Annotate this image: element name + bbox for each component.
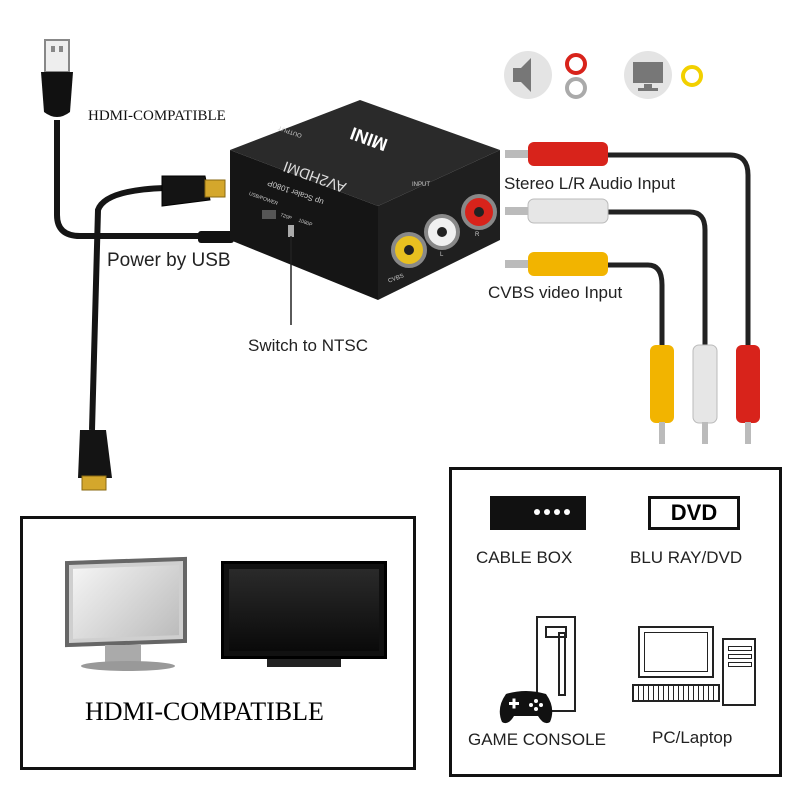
tower-pc-icon [722, 638, 756, 706]
hdmi-plug-bottom-icon [78, 430, 112, 491]
device-input-label: INPUT [412, 182, 430, 188]
monitor-icon [624, 51, 672, 99]
rca-plug-yellow [505, 252, 674, 444]
pc-monitor-icon [638, 626, 714, 678]
hdmi-plug-icon [161, 175, 226, 207]
monitor-base-icon [81, 661, 175, 671]
switch-callout: Switch to NTSC [248, 336, 368, 355]
displays-label: HDMI-COMPATIBLE [85, 697, 324, 726]
pc-label: PC/Laptop [652, 728, 733, 747]
monitor-stand-icon [105, 645, 141, 663]
tv-display-icon [221, 561, 387, 659]
keyboard-icon [632, 684, 720, 702]
sources-panel: CABLE BOX DVD BLU RAY/DVD GAME CONSOLE P… [449, 467, 782, 777]
device-jack-r-label: R [475, 232, 480, 238]
device-jack-l-label: L [440, 252, 444, 258]
hdmi-callout-top: HDMI-COMPATIBLE [88, 108, 226, 124]
power-callout: Power by USB [107, 250, 231, 271]
dvd-logo: DVD [648, 496, 740, 530]
audio-callout: Stereo L/R Audio Input [504, 174, 676, 193]
displays-panel: HDMI-COMPATIBLE [20, 516, 416, 770]
usb-plug-icon [41, 39, 73, 117]
monitor-display-icon [65, 556, 187, 648]
rca-plug-red [505, 142, 760, 444]
game-console-label: GAME CONSOLE [468, 730, 606, 749]
tv-stand-icon [267, 659, 341, 667]
bluray-label: BLU RAY/DVD [630, 548, 743, 567]
rca-ring-icon-yellow [681, 65, 703, 87]
speaker-icon [504, 51, 552, 99]
micro-usb-plug [198, 231, 234, 243]
gamepad-icon [499, 691, 553, 724]
av2hdmi-converter [230, 100, 500, 300]
dvd-logo-text: DVD [670, 500, 718, 525]
cable-box-label: CABLE BOX [476, 548, 573, 567]
video-callout: CVBS video Input [488, 283, 623, 302]
rca-ring-icon [565, 53, 587, 99]
rca-plug-white [505, 198, 718, 444]
cable-box-icon [490, 496, 586, 530]
